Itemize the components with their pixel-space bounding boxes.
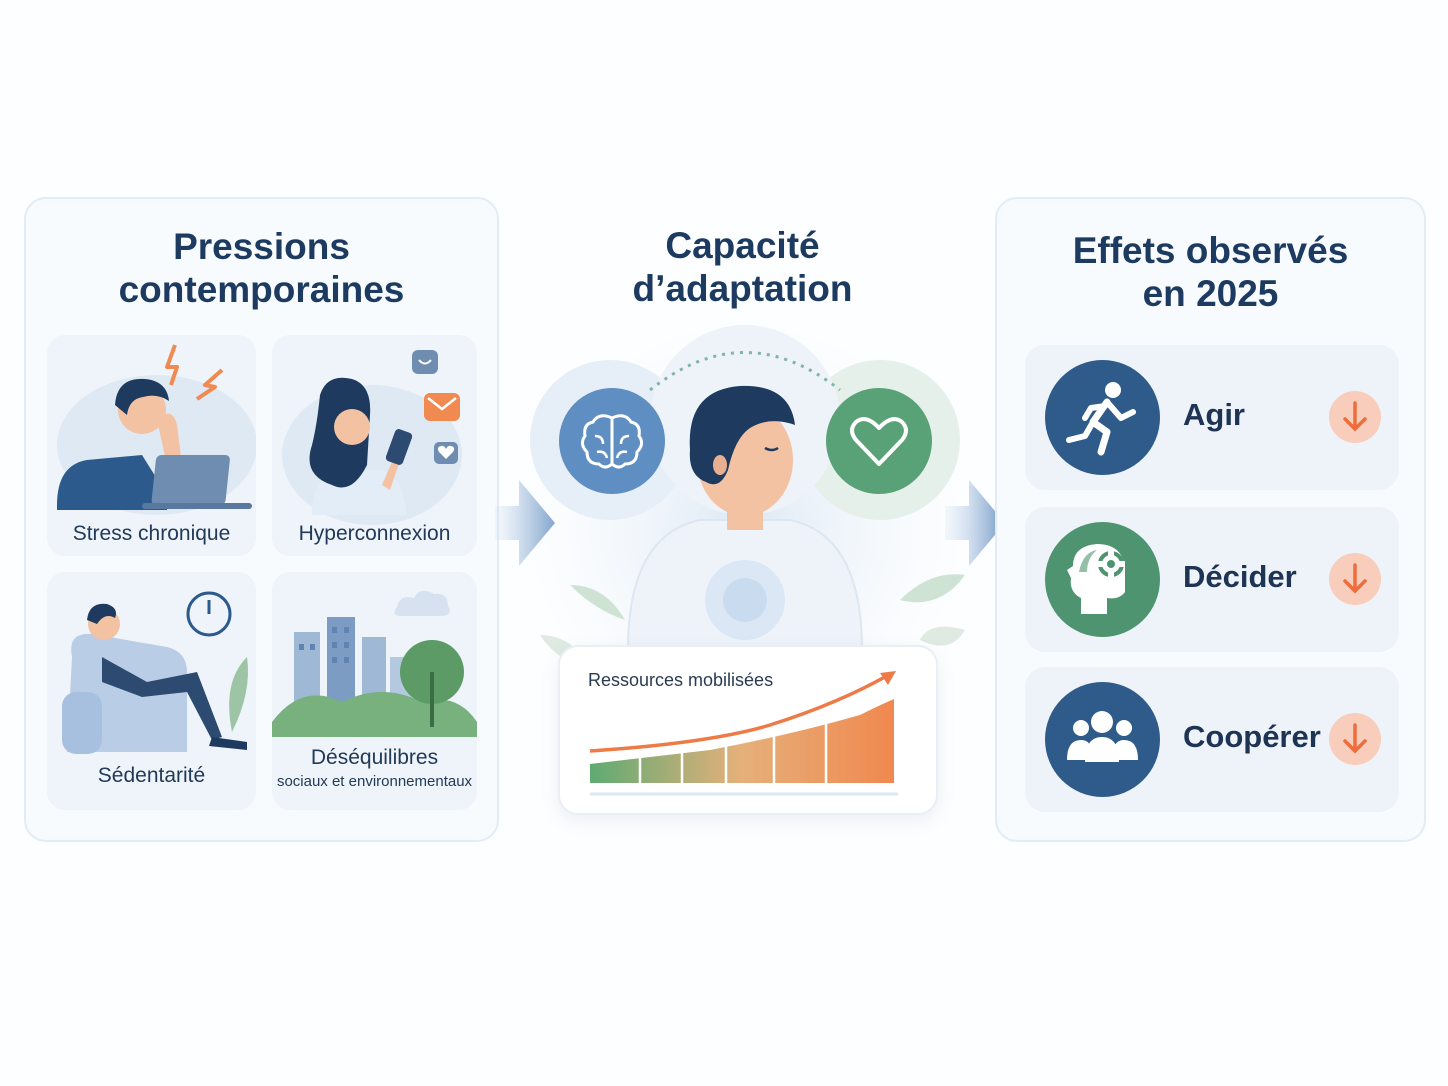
pressures-panel: Pressions contemporaines Stress chroniqu… [24,197,499,842]
card-sedentarite-label: Sédentarité [97,764,206,787]
arrow-down-icon [1329,391,1381,443]
effect-decider-label: Décider [1183,559,1297,594]
adaptation-section: Capacité d’adaptation [520,200,965,820]
card-desequilibres-label: Déséquilibres [310,746,439,769]
person-armchair-clock-icon [62,591,248,754]
resources-chart: Ressources mobilisées [558,645,938,815]
resources-chart-title: Ressources mobilisées [588,670,774,690]
pressures-title: Pressions contemporaines [118,226,405,310]
card-desequilibres-sublabel: sociaux et environnementaux [276,773,473,790]
card-stress-label: Stress chronique [72,522,231,545]
card-stress: Stress chronique [47,335,256,556]
resources-chart-plot [589,671,898,796]
group-people-icon [1045,682,1160,797]
adaptation-title: Capacité d’adaptation [632,225,853,309]
arrow-right-icon [945,480,1005,566]
effects-title: Effets observés en 2025 [1072,230,1349,314]
effect-cooperer: Coopérer [1025,667,1399,812]
heart-icon [826,388,932,494]
head-gear-icon [1045,522,1160,637]
resources-trend-arrow [589,671,893,753]
woman-smartphone-notifications-icon [282,350,462,525]
effect-agir-label: Agir [1183,397,1245,432]
city-nature-icon [272,590,477,737]
effect-decider: Décider [1025,507,1399,652]
card-sedentarite: Sédentarité [47,572,256,810]
running-person-icon [1045,360,1160,475]
arrow-down-icon [1329,713,1381,765]
arrow-down-icon [1329,553,1381,605]
brain-icon [559,388,665,494]
stressed-person-laptop-icon [57,344,256,515]
card-hyperconnexion: Hyperconnexion [272,335,477,556]
effect-cooperer-label: Coopérer [1183,719,1321,754]
effect-agir: Agir [1025,345,1399,490]
resources-area [590,699,894,783]
card-hyperconnexion-label: Hyperconnexion [298,522,451,545]
card-desequilibres: Déséquilibres sociaux et environnementau… [272,572,477,810]
resources-segment-dividers [638,713,828,785]
